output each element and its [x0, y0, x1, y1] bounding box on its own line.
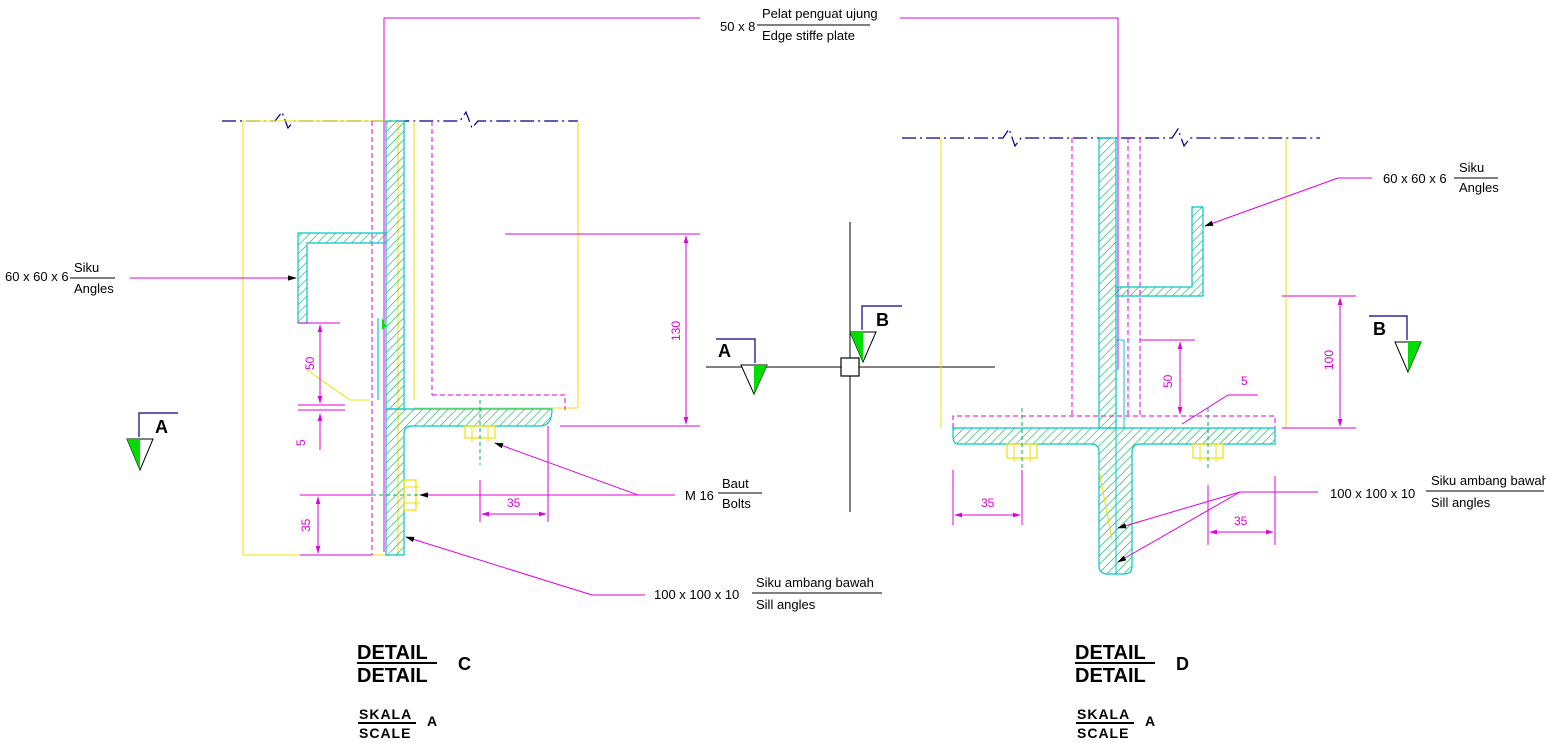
- angle-d-label-id: Siku: [1459, 160, 1484, 175]
- bolt-d-right: [1192, 408, 1224, 470]
- dim-35-d-left: 35: [981, 496, 995, 510]
- top-callout-label-en: Edge stiffe plate: [762, 28, 855, 43]
- angle-c-label-en: Angles: [74, 281, 114, 296]
- dim-50-c: 50: [303, 356, 317, 370]
- small-angle-c: [297, 232, 387, 324]
- stiffener-plate-c: [385, 120, 405, 410]
- sill-c-label-id: Siku ambang bawah: [756, 575, 874, 590]
- detail-d-scale-letter: A: [1145, 713, 1156, 729]
- dim-130: 130: [669, 321, 683, 341]
- detail-c-scale-line2: SCALE: [359, 725, 411, 741]
- detail-c-scale-letter: A: [427, 713, 438, 729]
- detail-c-title-line2: DETAIL: [357, 665, 428, 687]
- detail-d-scale-line1: SKALA: [1077, 706, 1130, 722]
- callout-sill-c: 100 x 100 x 10 Siku ambang bawah Sill an…: [405, 536, 882, 612]
- bolt-c-vertical: [372, 479, 430, 511]
- detail-d-title: DETAIL DETAIL D SKALA SCALE A: [1075, 642, 1189, 741]
- angle-c-label-id: Siku: [74, 260, 99, 275]
- detail-c-letter: C: [458, 654, 471, 674]
- detail-d-title-line2: DETAIL: [1075, 665, 1146, 687]
- callout-angles-d: 60 x 60 x 6 Siku Angles: [1204, 160, 1499, 227]
- detail-d-title-line1: DETAIL: [1075, 642, 1146, 664]
- dim-35-c-bolt: 35: [507, 496, 521, 510]
- section-mark-b-right: B: [1369, 315, 1422, 374]
- sill-d-size: 100 x 100 x 10: [1330, 486, 1415, 501]
- top-callout-size: 50 x 8: [720, 19, 755, 34]
- stiffener-plate-d: [1098, 137, 1117, 429]
- top-callout-label-id: Pelat penguat ujung: [762, 6, 878, 21]
- sill-d-label-id: Siku ambang bawah: [1431, 473, 1546, 488]
- sill-angle-c: [385, 408, 553, 556]
- top-callout: 50 x 8 Pelat penguat ujung Edge stiffe p…: [383, 6, 1119, 552]
- small-angle-d: [1115, 206, 1204, 297]
- detail-c-title-line1: DETAIL: [357, 642, 428, 664]
- bolt-c-label-id: Baut: [722, 476, 749, 491]
- sill-d-label-en: Sill angles: [1431, 495, 1491, 510]
- callout-sill-d: 100 x 100 x 10 Siku ambang bawah Sill an…: [1117, 473, 1546, 563]
- sill-angles-d: [952, 427, 1276, 575]
- dim-35-c-left: 35: [299, 518, 313, 532]
- detail-c-title: DETAIL DETAIL C SKALA SCALE A: [357, 642, 471, 741]
- detail-c: 130 50 5 35 35 60 x 60 x 6 Siku Angles: [5, 110, 882, 741]
- callout-angles-c: 60 x 60 x 6 Siku Angles: [5, 260, 297, 296]
- dim-35-d-right: 35: [1234, 514, 1248, 528]
- center-section-marker: A B: [706, 222, 995, 512]
- break-line-d: [902, 127, 1320, 148]
- detail-d-letter: D: [1176, 654, 1189, 674]
- bolt-c-label-en: Bolts: [722, 496, 751, 511]
- angle-d-label-en: Angles: [1459, 180, 1499, 195]
- bolt-d-left: [1006, 408, 1038, 470]
- bolt-c-horizontal: [464, 400, 496, 465]
- detail-d-scale-line2: SCALE: [1077, 725, 1129, 741]
- dim-5-d: 5: [1241, 374, 1248, 388]
- angle-d-size: 60 x 60 x 6: [1383, 171, 1447, 186]
- sill-c-size: 100 x 100 x 10: [654, 587, 739, 602]
- dim-5-c: 5: [294, 439, 308, 446]
- dim-100: 100: [1322, 350, 1336, 370]
- section-mark-b-right-letter: B: [1373, 319, 1386, 339]
- section-mark-a-left: A: [126, 412, 178, 472]
- sill-c-label-en: Sill angles: [756, 597, 816, 612]
- dim-50-d: 50: [1161, 374, 1175, 388]
- detail-d: 100 50 5 35 35 60 x 60 x 6 Siku Angles: [902, 127, 1546, 741]
- center-mark-a: A: [718, 341, 731, 361]
- bolt-c-size: M 16: [685, 488, 714, 503]
- section-mark-a-left-letter: A: [155, 417, 168, 437]
- detail-c-scale-line1: SKALA: [359, 706, 412, 722]
- center-mark-b: B: [876, 310, 889, 330]
- angle-c-size: 60 x 60 x 6: [5, 269, 69, 284]
- callout-bolts-c: M 16 Baut Bolts: [419, 442, 762, 511]
